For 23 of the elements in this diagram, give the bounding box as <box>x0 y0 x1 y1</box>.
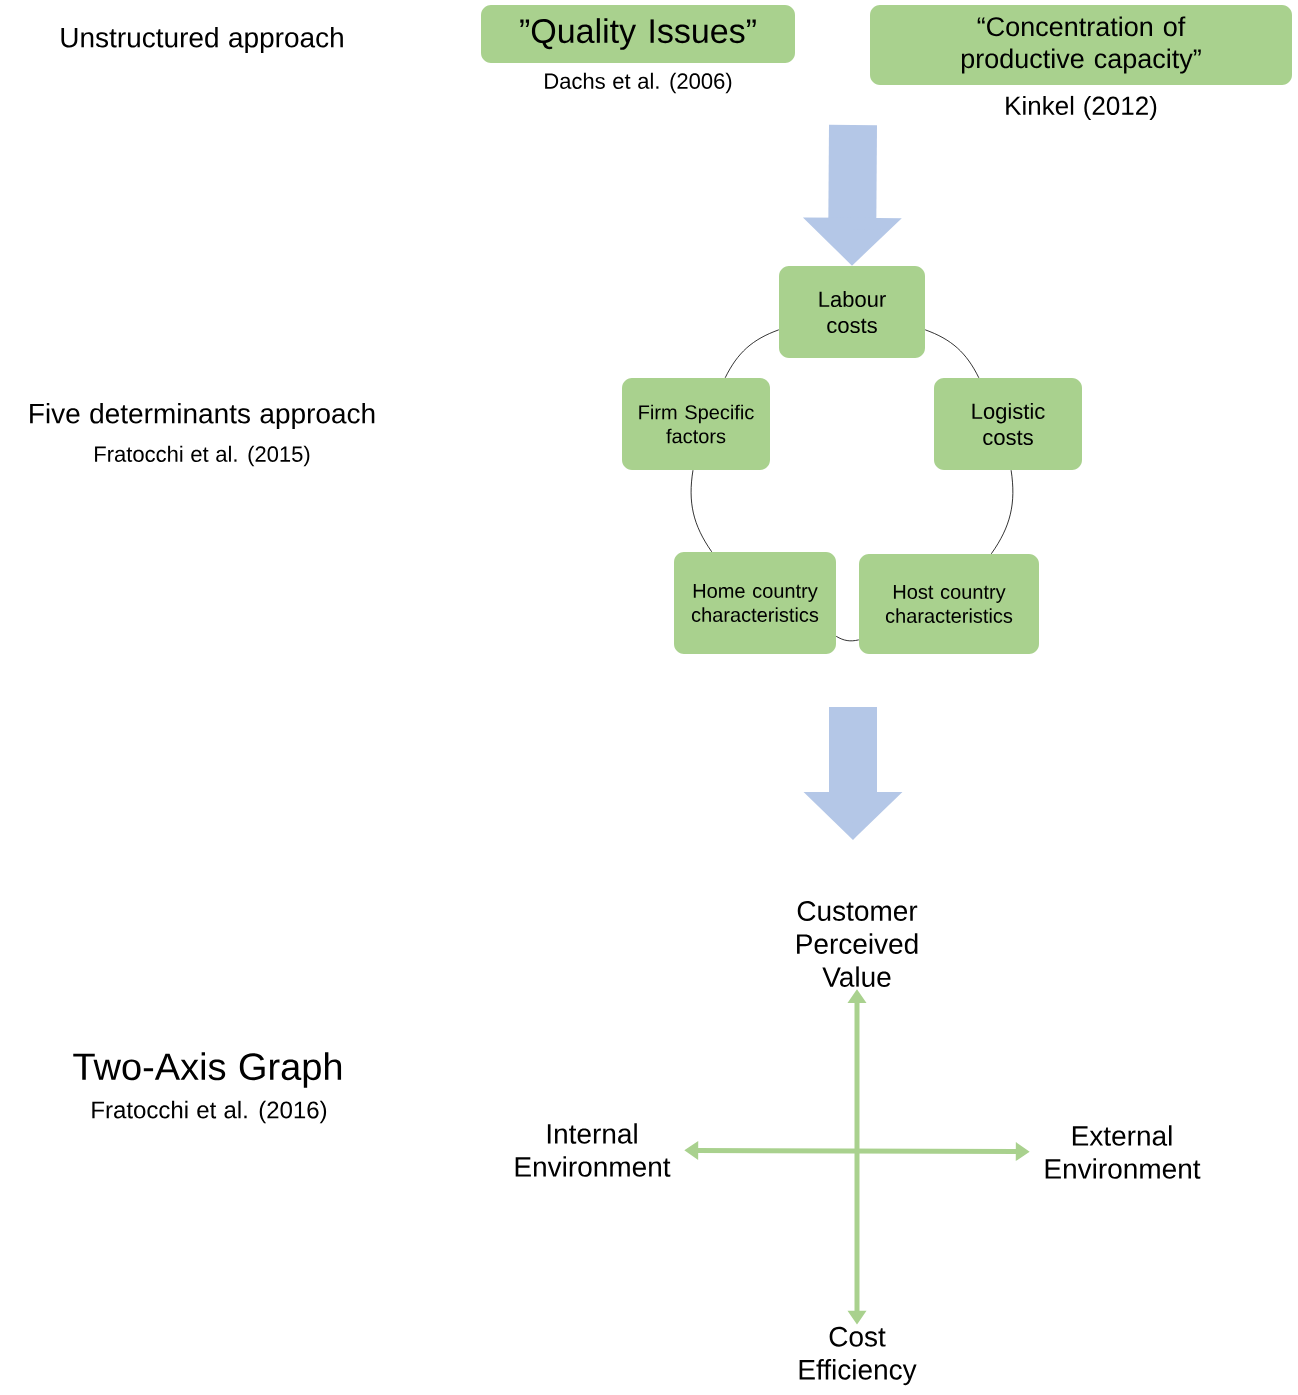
axis-label: Internal Environment <box>515 1123 671 1177</box>
heading: Five determinants approach <box>30 402 375 430</box>
connector-arc <box>990 469 1014 555</box>
axis-label: Cost Efficiency <box>799 1326 917 1386</box>
text-box: Firm Specific factors <box>622 378 770 470</box>
citation: Dachs et al. (2006) <box>545 72 732 94</box>
heading: Unstructured approach <box>61 26 343 54</box>
citation: Kinkel (2012) <box>1006 95 1157 121</box>
text-box: Host country characteristics <box>859 554 1039 654</box>
connector-arc <box>835 635 860 642</box>
connector-arc <box>924 329 980 379</box>
citation: Fratocchi et al. (2015) <box>95 445 310 467</box>
axis-label: External Environment <box>1045 1125 1201 1179</box>
text-box: “Concentration of productive capacity” <box>870 5 1292 85</box>
axis-label: Customer Perceived Value <box>797 901 918 987</box>
citation: Fratocchi et al. (2016) <box>92 1100 327 1124</box>
heading: Two-Axis Graph <box>73 1052 342 1088</box>
text-box: Logistic costs <box>934 378 1082 470</box>
text-box: Labour costs <box>779 266 925 358</box>
connector-arc <box>690 469 713 553</box>
text-box: Home country characteristics <box>674 552 836 654</box>
text-box: ”Quality Issues” <box>481 5 795 63</box>
connector-arc <box>724 329 780 379</box>
